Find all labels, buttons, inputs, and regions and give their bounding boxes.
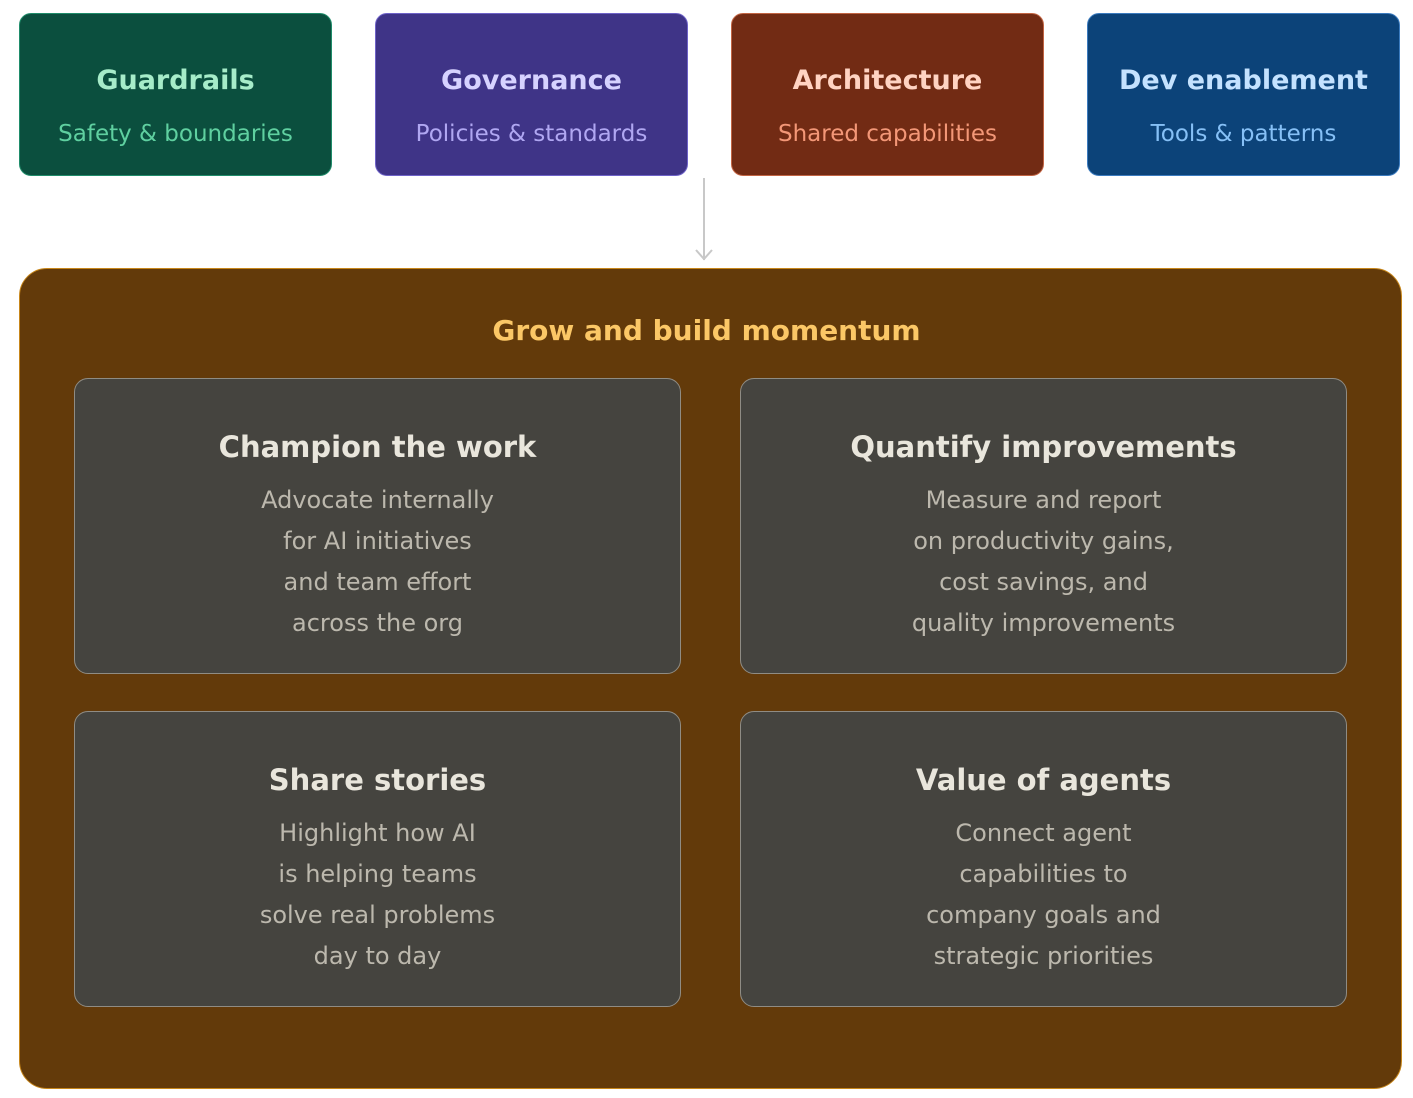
pillar-title: Governance bbox=[441, 65, 622, 96]
card-text-line: Advocate internally bbox=[261, 486, 494, 514]
pillar-subtitle: Shared capabilities bbox=[777, 121, 998, 147]
card-text-line: solve real problems bbox=[259, 901, 496, 929]
card-text-line: cost savings, and bbox=[939, 568, 1148, 596]
card-description: Measure and report on productivity gains… bbox=[741, 480, 1346, 644]
card-title: Value of agents bbox=[915, 763, 1172, 797]
card-text-line: for AI initiatives bbox=[283, 527, 472, 555]
pillar-governance: Governance Policies & standards bbox=[375, 13, 688, 176]
pillar-title: Architecture bbox=[792, 65, 983, 96]
pillar-subtitle: Policies & standards bbox=[415, 121, 648, 147]
down-arrow-icon bbox=[695, 178, 713, 261]
card-text-line: across the org bbox=[292, 609, 463, 637]
card-description: Advocate internally for AI initiatives a… bbox=[75, 480, 680, 644]
card-description: Highlight how AI is helping teams solve … bbox=[75, 813, 680, 977]
pillar-architecture: Architecture Shared capabilities bbox=[731, 13, 1044, 176]
card-text-line: on productivity gains, bbox=[913, 527, 1174, 555]
pillar-subtitle: Tools & patterns bbox=[1150, 121, 1337, 147]
pillar-subtitle: Safety & boundaries bbox=[58, 121, 293, 147]
card-text-line: is helping teams bbox=[278, 860, 477, 888]
card-text-line: strategic priorities bbox=[933, 942, 1154, 970]
card-description: Connect agent capabilities to company go… bbox=[741, 813, 1346, 977]
card-title: Champion the work bbox=[218, 430, 537, 464]
card-text-line: day to day bbox=[313, 942, 442, 970]
card-text-line: company goals and bbox=[926, 901, 1161, 929]
pillar-title: Guardrails bbox=[96, 65, 255, 96]
pillar-title: Dev enablement bbox=[1119, 65, 1368, 96]
card-title: Quantify improvements bbox=[850, 430, 1237, 464]
card-text-line: and team effort bbox=[283, 568, 472, 596]
card-text-line: Highlight how AI bbox=[279, 819, 476, 847]
card-text-line: Measure and report bbox=[925, 486, 1162, 514]
card-share-stories: Share stories Highlight how AI is helpin… bbox=[74, 711, 681, 1007]
card-title: Share stories bbox=[268, 763, 487, 797]
card-text-line: Connect agent bbox=[955, 819, 1132, 847]
pillar-dev-enablement: Dev enablement Tools & patterns bbox=[1087, 13, 1400, 176]
momentum-title: Grow and build momentum bbox=[492, 314, 921, 347]
card-text-line: capabilities to bbox=[959, 860, 1128, 888]
card-text-line: quality improvements bbox=[911, 609, 1176, 637]
card-value-of-agents: Value of agents Connect agent capabiliti… bbox=[740, 711, 1347, 1007]
card-quantify-improvements: Quantify improvements Measure and report… bbox=[740, 378, 1347, 674]
pillar-guardrails: Guardrails Safety & boundaries bbox=[19, 13, 332, 176]
card-champion-the-work: Champion the work Advocate internally fo… bbox=[74, 378, 681, 674]
